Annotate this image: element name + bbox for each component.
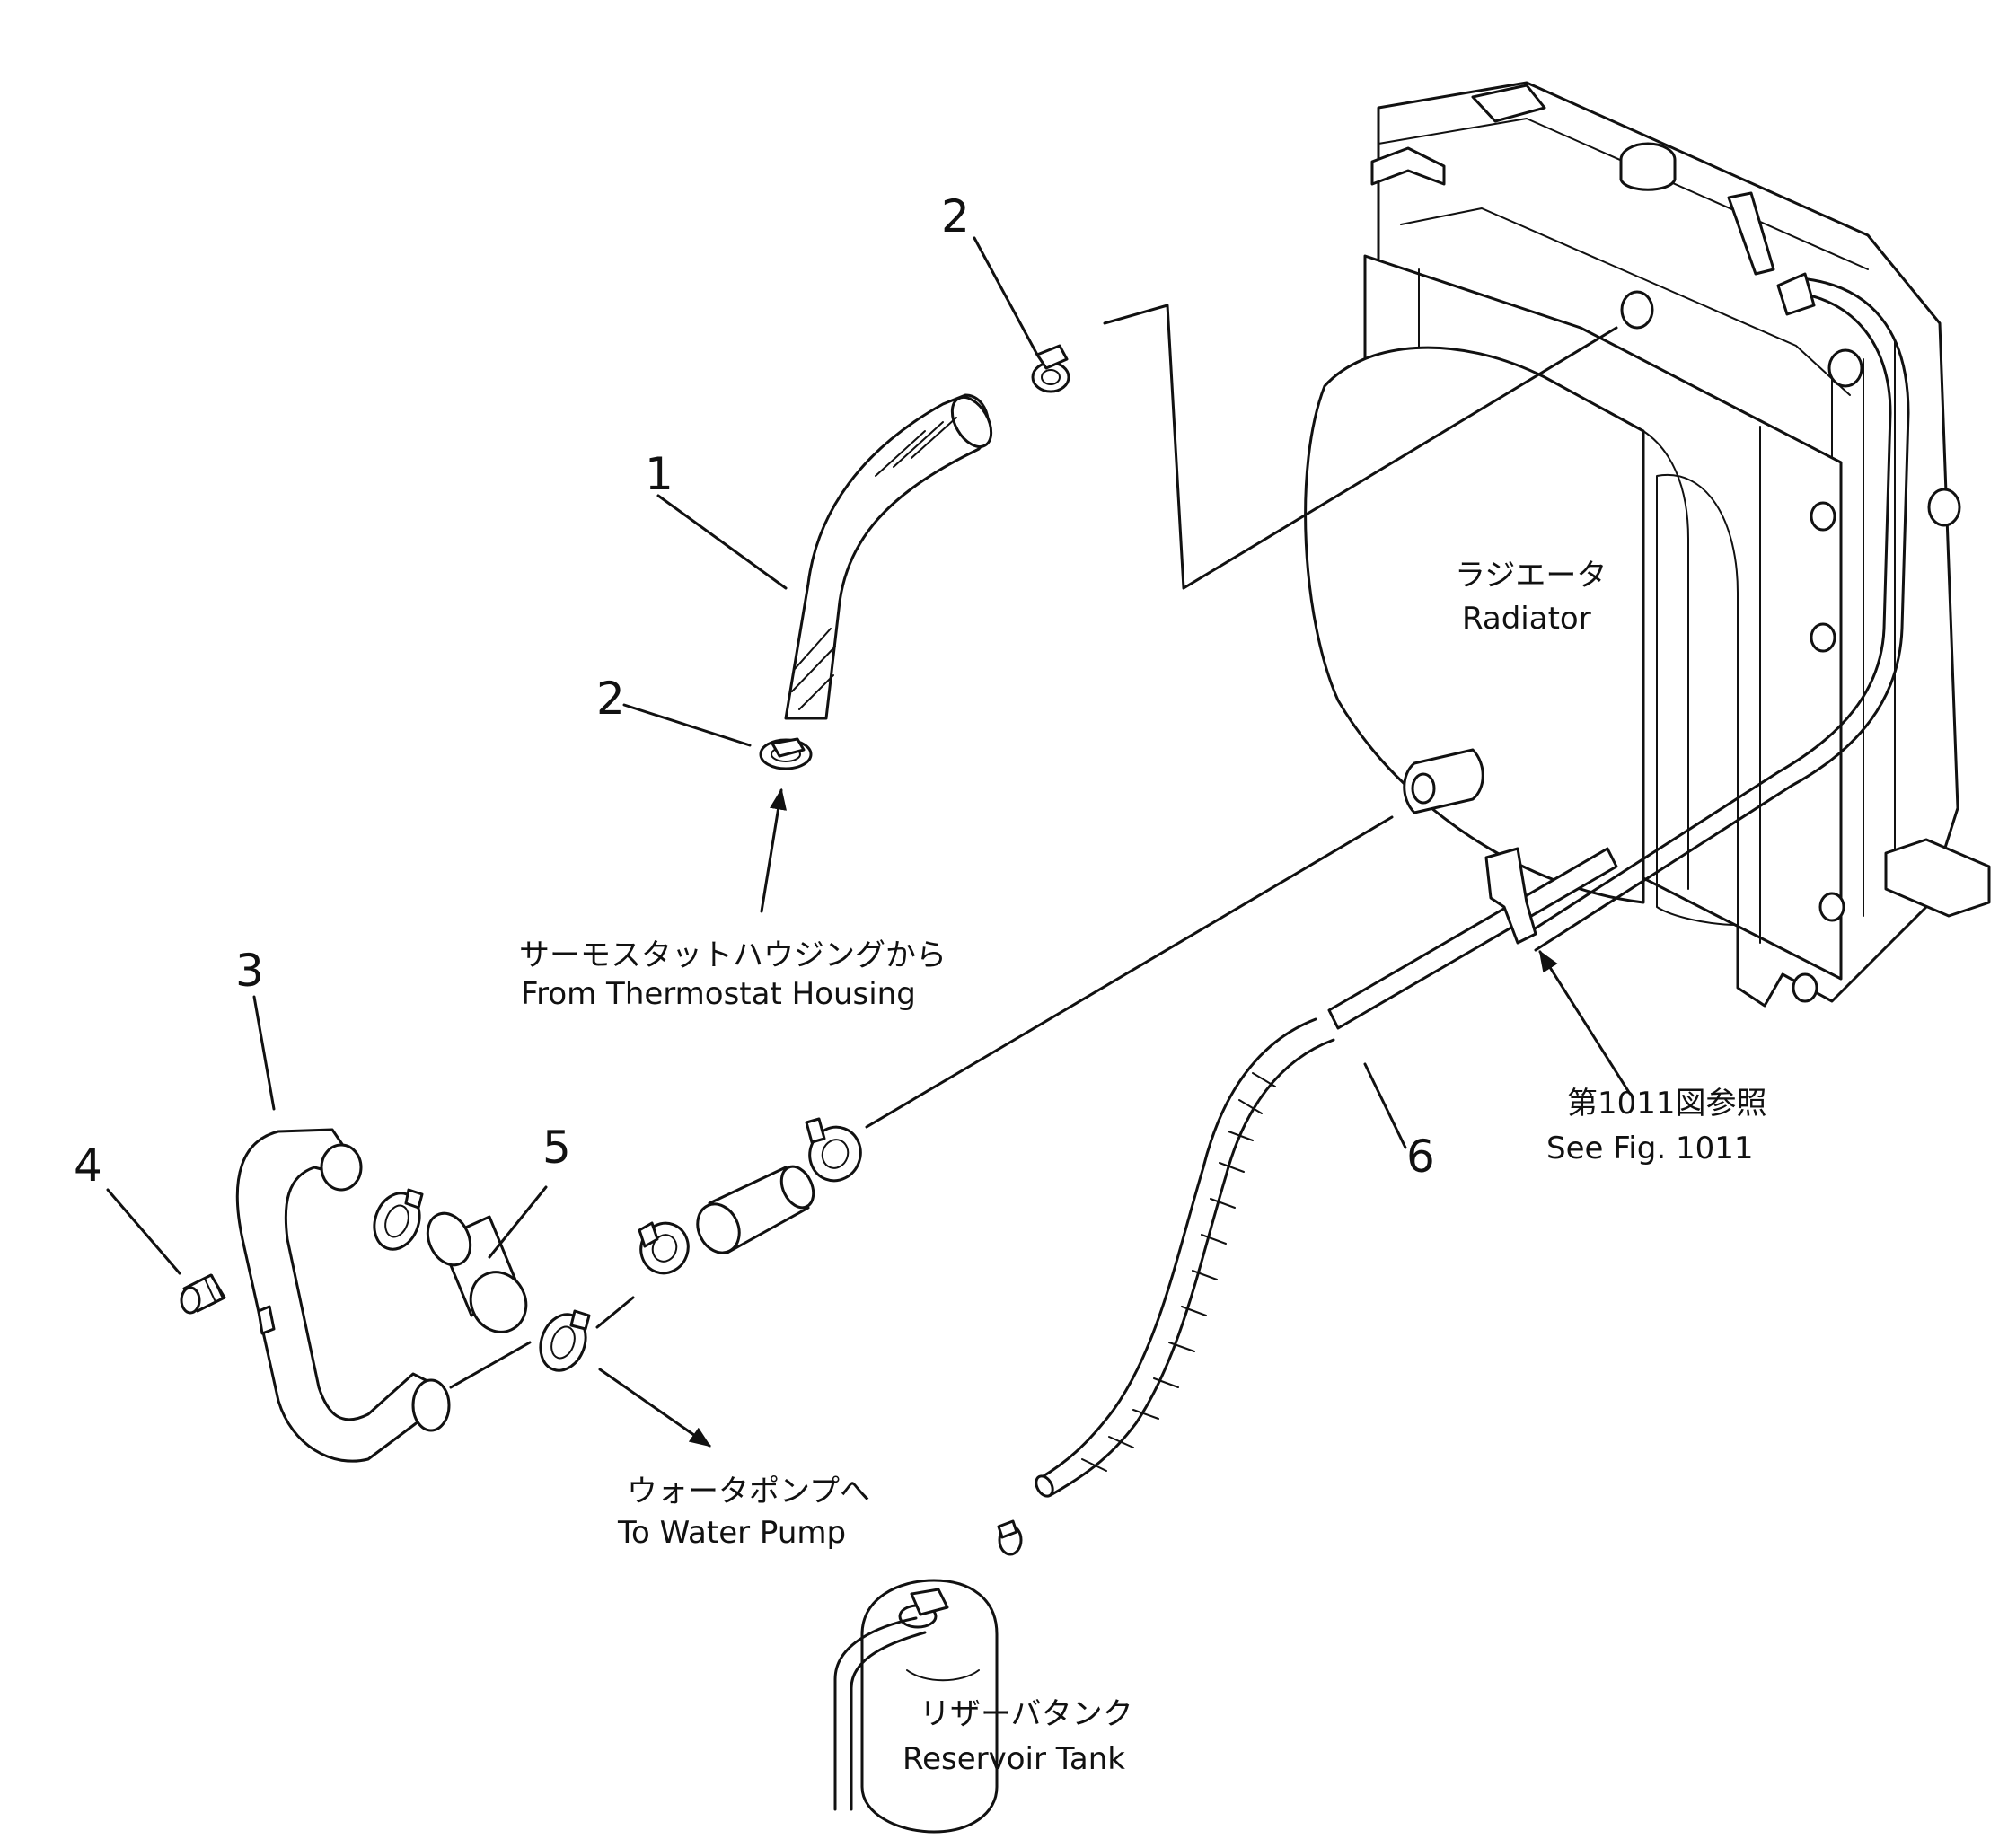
clamp-near-pipe xyxy=(373,1188,424,1251)
part-6-overflow-tube xyxy=(1035,847,1618,1498)
arrow-see-fig xyxy=(1538,949,1632,1096)
callout-4: 4 xyxy=(74,1140,102,1192)
connector-hose-middle xyxy=(696,1165,815,1254)
water-pump-label-jp: ウォータポンプへ xyxy=(627,1474,870,1509)
clamp-route-line xyxy=(595,1296,635,1329)
arrow-from-thermostat xyxy=(760,788,788,913)
leader-2-mid xyxy=(622,703,752,747)
part-4-plug xyxy=(180,1273,226,1315)
lower-route-line xyxy=(865,815,1394,1129)
arrow-to-water-pump xyxy=(598,1368,711,1448)
part-2-clamp-lower xyxy=(759,737,813,770)
part-2-clamp-upper xyxy=(1031,344,1070,393)
clamp-water-pump-side xyxy=(539,1309,591,1372)
water-pump-label-en: To Water Pump xyxy=(617,1515,846,1551)
callout-3: 3 xyxy=(235,945,264,997)
see-fig-label-en: See Fig. 1011 xyxy=(1546,1131,1753,1166)
reservoir-label-en: Reservoir Tank xyxy=(903,1741,1125,1777)
part-3-lower-pipe xyxy=(235,1128,451,1463)
reservoir-tank xyxy=(833,1579,999,1834)
leader-3 xyxy=(252,995,276,1111)
radiator-label-jp: ラジエータ xyxy=(1455,558,1607,594)
thermostat-label-en: From Thermostat Housing xyxy=(521,976,916,1012)
callout-5: 5 xyxy=(542,1122,571,1174)
clamp-middle xyxy=(638,1221,690,1275)
pump-route-line xyxy=(449,1341,532,1389)
reservoir-label-jp: リザーバタンク xyxy=(920,1696,1133,1732)
leader-5 xyxy=(488,1185,548,1259)
callout-1: 1 xyxy=(645,448,674,500)
callout-2-mid: 2 xyxy=(596,673,625,725)
leader-6 xyxy=(1363,1062,1407,1149)
hose-route-line xyxy=(1103,304,1618,590)
see-fig-label-jp: 第1011図参照 xyxy=(1567,1086,1767,1122)
leader-lines xyxy=(106,236,1618,1389)
callout-2-top: 2 xyxy=(941,190,970,242)
part-5-hose xyxy=(426,1211,528,1333)
callout-6: 6 xyxy=(1406,1131,1435,1183)
clamp-right xyxy=(805,1117,862,1183)
clamp-tank xyxy=(997,1519,1023,1556)
radiator-label-en: Radiator xyxy=(1462,601,1591,637)
radiator-assembly xyxy=(1304,81,1991,1008)
leader-1 xyxy=(656,494,788,590)
leader-2-top xyxy=(973,236,1039,356)
leader-4 xyxy=(106,1188,181,1275)
part-1-upper-hose xyxy=(784,393,993,720)
thermostat-label-jp: サーモスタットハウジングから xyxy=(519,937,947,973)
